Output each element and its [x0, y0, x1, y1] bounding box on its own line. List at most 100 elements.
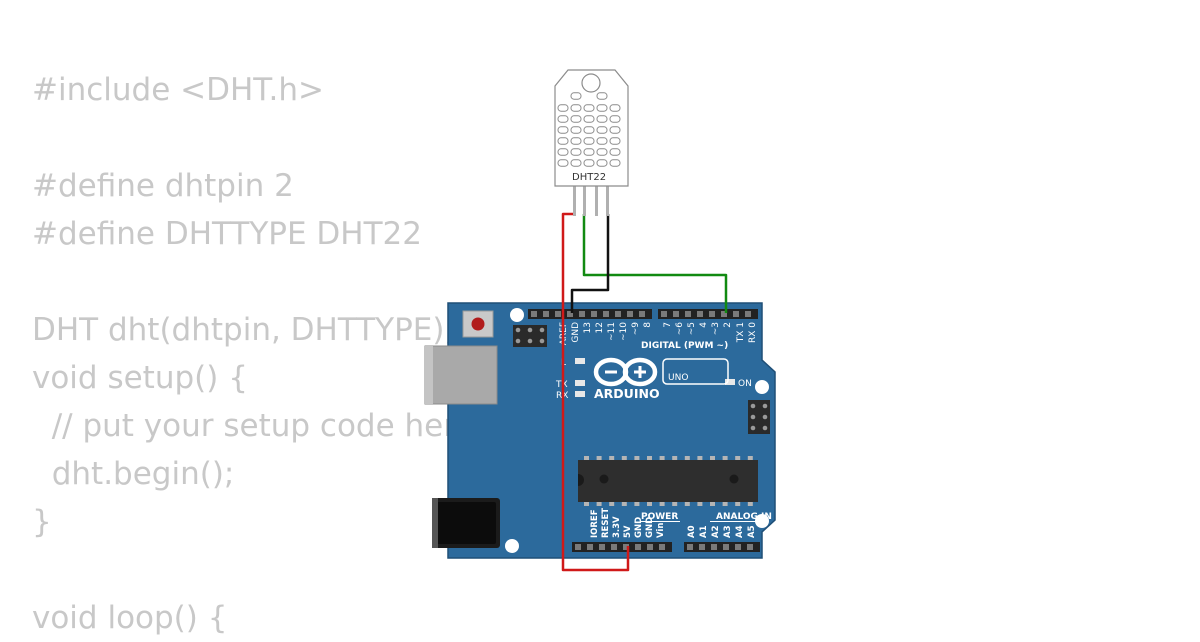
grille-slot [609, 148, 621, 156]
grille-slot [596, 126, 608, 134]
grille-slot [570, 115, 582, 123]
wires [561, 212, 728, 572]
header-pin [685, 311, 691, 317]
header-pin [699, 544, 705, 550]
grille-slot [596, 137, 608, 145]
grille-slot [570, 92, 582, 100]
grille-slot [557, 159, 569, 167]
header-pin [659, 544, 665, 550]
code-line: dht.begin(); [32, 456, 235, 492]
power-pin-label: GND [634, 517, 644, 538]
grille-slot [596, 115, 608, 123]
header-pin [635, 544, 641, 550]
power-jack-inner [436, 502, 496, 544]
grille-slot [596, 92, 608, 100]
header-pin [543, 311, 549, 317]
sensor-label: DHT22 [572, 172, 606, 183]
mounting-hole [755, 380, 769, 394]
tx-led [575, 380, 585, 386]
on-led [725, 379, 735, 385]
header-pin [531, 311, 537, 317]
digital-header-left [528, 309, 652, 319]
chip-pin [634, 502, 640, 506]
header-pin [647, 544, 653, 550]
header-pin [591, 311, 597, 317]
reset-button[interactable] [462, 310, 494, 338]
code-line: #define DHTTYPE DHT22 [32, 216, 422, 252]
grille-slot [609, 159, 621, 167]
grille-slot [570, 126, 582, 134]
grille-slot [557, 104, 569, 112]
grille-slot [557, 115, 569, 123]
top-pin-label: 8 [643, 322, 653, 328]
mounting-hole [510, 308, 524, 322]
chip-pin [747, 456, 753, 460]
header-pin [661, 311, 667, 317]
chip-pin [735, 456, 741, 460]
code-line: #include <DHT.h> [32, 72, 325, 108]
analog-pin-label: A4 [735, 525, 745, 538]
chip-pin [609, 456, 615, 460]
header-pin [575, 544, 581, 550]
header-pin [709, 311, 715, 317]
top-pin-label: 12 [595, 322, 605, 333]
dht22-sensor[interactable]: DHT22 [554, 69, 629, 216]
wire-gnd[interactable] [570, 214, 610, 313]
header-pin [623, 544, 629, 550]
power-jack-edge [432, 498, 438, 548]
analog-pin-label: A0 [687, 525, 697, 538]
power-pin-label: Vin [656, 523, 666, 538]
header-pin [735, 544, 741, 550]
header-pin [687, 544, 693, 550]
on-led-label: ON [738, 379, 752, 389]
power-pin-label: RESET [601, 508, 611, 538]
sensor-pin [595, 186, 598, 216]
top-pin-label: TX 1 [736, 322, 746, 343]
chip-pin [609, 502, 615, 506]
top-pin-label: 7 [663, 322, 673, 328]
chip-pin [697, 502, 703, 506]
analog-label: ANALOG IN [716, 512, 772, 522]
grille-slot [596, 104, 608, 112]
top-pin-label: GND [571, 322, 581, 343]
wire-data[interactable] [582, 214, 728, 313]
code-editor[interactable]: #include <DHT.h> #define dhtpin 2 #define … [32, 66, 474, 642]
tx-led-label: TX [555, 380, 568, 390]
analog-pin-label: A2 [711, 525, 721, 538]
top-pin-label: ~11 [607, 322, 617, 341]
mounting-hole [505, 539, 519, 553]
chip-pin [735, 502, 741, 506]
analog-pin-label: A1 [699, 525, 709, 538]
grille-slot [583, 126, 595, 134]
grille-slot [570, 137, 582, 145]
header-pin [611, 544, 617, 550]
top-pin-label: ~5 [687, 322, 697, 335]
power-pin-label: 5V [623, 525, 633, 538]
header-pin [587, 544, 593, 550]
chip-pin [621, 502, 627, 506]
header-pin [599, 544, 605, 550]
grille-slot [583, 159, 595, 167]
wire-vcc[interactable] [561, 212, 630, 572]
grille-slot [557, 126, 569, 134]
sensor-grille [557, 92, 621, 167]
code-line: #define dhtpin 2 [32, 168, 294, 204]
grille-slot [596, 159, 608, 167]
chip-pin [710, 456, 715, 460]
header-pin [745, 311, 751, 317]
icsp-header-1 [513, 325, 547, 347]
sensor-pin [583, 186, 586, 216]
header-pin [603, 311, 609, 317]
grille-slot [609, 104, 621, 112]
header-pin [697, 311, 703, 317]
header-pin [579, 311, 585, 317]
code-line: void setup() { [32, 360, 248, 396]
grille-slot [557, 148, 569, 156]
grille-slot [609, 115, 621, 123]
chip-pin [672, 502, 678, 506]
uno-badge [662, 358, 729, 385]
code-line: DHT dht(dhtpin, DHTTYPE); [32, 312, 455, 348]
header-pin [673, 311, 679, 317]
